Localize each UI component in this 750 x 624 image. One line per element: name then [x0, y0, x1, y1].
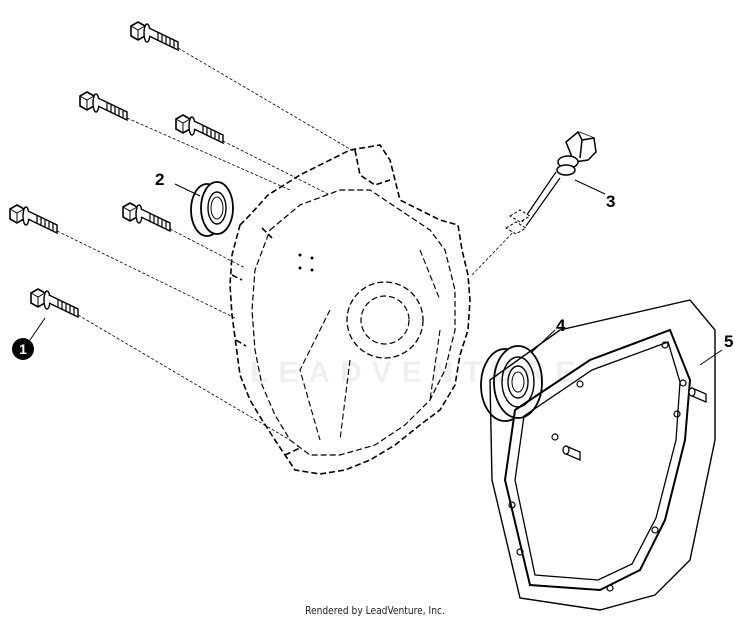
callout-2: 2: [155, 170, 165, 189]
bolt-middle-left: [9, 204, 58, 234]
crankcase-small-holes: [298, 253, 314, 272]
bolt-lower: [30, 288, 79, 318]
leader-3: [574, 179, 606, 195]
crankcase-cover: [229, 144, 471, 475]
bolt-middle-right: [122, 202, 171, 232]
dowel-pins: [562, 387, 707, 461]
bolt-upper-left: [79, 91, 128, 121]
leader-1: [29, 317, 46, 341]
leader-5: [699, 349, 723, 366]
watermark: LEADVENTURE: [250, 356, 586, 389]
callout-4: 4: [556, 316, 566, 335]
bolt-leader-lines: [56, 47, 521, 441]
dipstick: [505, 131, 597, 235]
gasket-kit: [489, 299, 716, 611]
callout-5: 5: [724, 332, 734, 351]
callout-1: 1: [12, 338, 34, 360]
bolt-upper-right: [175, 114, 224, 144]
callout-3: 3: [606, 192, 616, 211]
footer-credit: Rendered by LeadVenture, Inc.: [305, 604, 445, 617]
leader-2: [174, 183, 201, 197]
oil-seal: [190, 181, 234, 237]
bolt-top: [130, 21, 179, 51]
